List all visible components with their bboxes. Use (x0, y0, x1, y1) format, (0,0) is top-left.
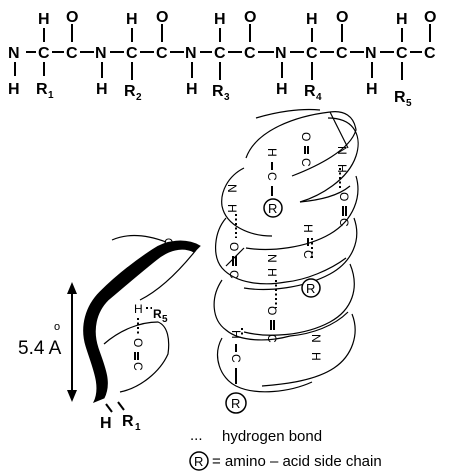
rh-h-7: H (309, 352, 323, 361)
rh-c-6: C (265, 334, 279, 343)
chain-n-terminus: N (8, 45, 20, 62)
chain-r2-sub: 2 (136, 92, 142, 103)
chain-ca3: C (214, 45, 226, 62)
rh-c-2: C (265, 172, 279, 181)
rh-h-2: H (335, 164, 349, 173)
chain-h-n5: H (366, 81, 378, 98)
chain-h-n1: H (8, 81, 20, 98)
chain-r5: R (394, 89, 406, 106)
chain-o2: O (156, 9, 168, 26)
left-helix-ribbon (83, 240, 201, 403)
rh-h-5: H (265, 268, 279, 277)
chain-ca4: C (306, 45, 318, 62)
left-helix-r-bottom-sub: 1 (135, 422, 141, 433)
chain-h-n4: H (276, 81, 288, 98)
chain-ca2: C (126, 45, 138, 62)
side-chain-r-1: R (263, 198, 283, 218)
chain-h-ca3: H (214, 11, 226, 28)
chain-r2: R (124, 83, 136, 100)
chain-h-n2: H (96, 81, 108, 98)
chain-h-ca1: H (38, 11, 50, 28)
legend: ... hydrogen bond R = amino – acid side … (189, 427, 382, 471)
rh-c-1: C (299, 158, 313, 167)
chain-o3: O (244, 9, 256, 26)
rh-h-4: H (301, 224, 315, 233)
side-chain-r-2: R (301, 278, 321, 298)
chain-h-ca2: H (126, 11, 138, 28)
legend-r-circle (189, 451, 209, 471)
svg-text:R: R (306, 281, 315, 296)
angstrom-ring: o (54, 321, 60, 333)
chain-n5: N (365, 45, 377, 62)
rh-h-1: H (265, 148, 279, 157)
chain-ca5: C (396, 45, 408, 62)
rh-o-3: O (227, 242, 241, 251)
chain-n3: N (185, 45, 197, 62)
left-helix-c: C (131, 362, 145, 371)
rh-c-5: C (227, 270, 241, 279)
chain-o1: O (66, 9, 78, 26)
chain-c3: C (244, 45, 256, 62)
chain-n2: N (95, 45, 107, 62)
chain-r1-sub: 1 (48, 90, 54, 101)
chain-r1: R (36, 81, 48, 98)
rh-n-1: N (335, 146, 349, 155)
rh-c-7: C (229, 354, 243, 363)
pitch-measure: 5.4 A o (18, 282, 77, 402)
rh-o-1: O (299, 132, 313, 141)
chain-c2: C (156, 45, 168, 62)
chain-r3-sub: 3 (224, 92, 230, 103)
svg-text:R: R (231, 396, 240, 411)
chain-ca1: C (38, 45, 50, 62)
rh-o-4: O (265, 306, 279, 315)
vertical-bonds (14, 24, 431, 80)
rh-h-3: H (225, 204, 239, 213)
chain-h-ca4: H (306, 11, 318, 28)
chain-n4: N (275, 45, 287, 62)
legend-r-symbol: R (194, 454, 203, 469)
legend-side-chain: = amino – acid side chain (212, 453, 382, 470)
rh-o-2: O (337, 192, 351, 201)
left-helix: O H R 5 O C H R 1 5.4 A o (18, 234, 201, 433)
left-helix-r-top-sub: 5 (162, 314, 168, 325)
chain-r4-sub: 4 (316, 92, 322, 103)
left-helix-r-top: R (153, 307, 162, 321)
legend-dots: ... (190, 427, 203, 444)
chain-r5-sub: 5 (406, 98, 412, 109)
right-helix: O C H C N H N H O C H C O C N H O C H C … (213, 108, 359, 414)
chain-c4: C (336, 45, 348, 62)
peptide-chain: N H H C R 1 O C N H H C R 2 O C N H H C … (8, 9, 436, 109)
rh-h-6: H (229, 330, 243, 339)
left-helix-h-bottom: H (100, 415, 112, 432)
pitch-value: 5.4 A (18, 338, 62, 359)
left-helix-r-bottom: R (122, 413, 134, 430)
svg-text:R: R (268, 201, 277, 216)
left-helix-h: H (134, 302, 143, 316)
chain-o4: O (336, 9, 348, 26)
rh-c-3: C (337, 218, 351, 227)
chain-c-terminus: C (424, 45, 436, 62)
chain-c1: C (66, 45, 78, 62)
side-chain-r-3: R (225, 392, 247, 414)
rh-c-4: C (301, 250, 315, 259)
left-helix-ring-o: O (164, 236, 173, 250)
rh-n-4: N (309, 334, 323, 343)
chain-r4: R (304, 83, 316, 100)
chain-h-n3: H (186, 81, 198, 98)
legend-hbond: hydrogen bond (222, 428, 322, 445)
left-helix-o: O (131, 338, 145, 347)
chain-r3: R (212, 83, 224, 100)
rh-n-2: N (225, 184, 239, 193)
rh-n-3: N (265, 254, 279, 263)
chain-h-ca5: H (396, 11, 408, 28)
chain-o5: O (424, 9, 436, 26)
